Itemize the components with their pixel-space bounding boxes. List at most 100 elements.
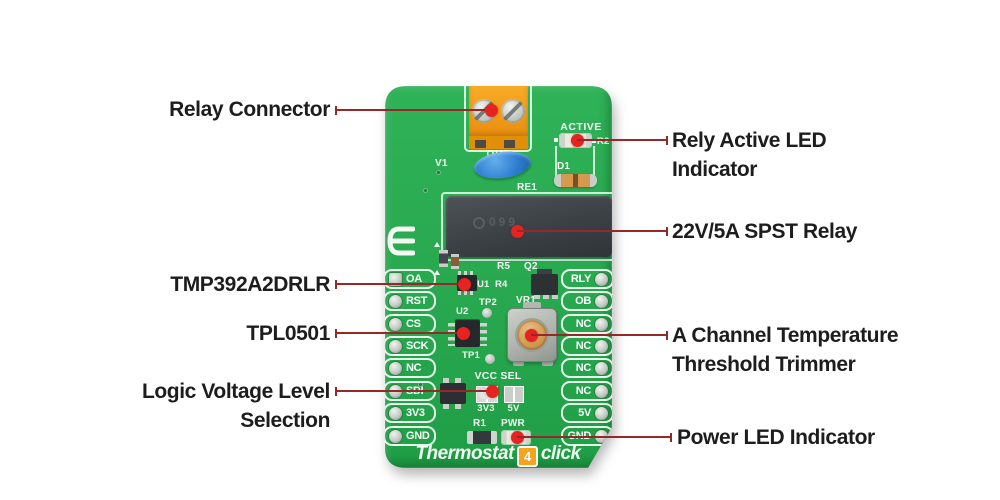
pcb-board: OUT V1 ACTIVE R2 D1 RE1 099 R5 Q2 [385, 86, 612, 468]
pin-row: RLY [561, 269, 614, 289]
ic-u2-legs [480, 323, 487, 346]
silkscreen-r1: R1 [473, 418, 487, 429]
silkscreen-r2: R2 [597, 136, 610, 147]
via [423, 188, 428, 193]
silkscreen-line [555, 146, 557, 180]
pin-row: GND [383, 426, 436, 446]
pin-pad [595, 385, 608, 398]
transistor [440, 383, 466, 404]
pcb-board-wrap: OUT V1 ACTIVE R2 D1 RE1 099 R5 Q2 [385, 86, 612, 468]
pin-pad [595, 407, 608, 420]
silkscreen-active: ACTIVE [560, 121, 602, 133]
pin-label: 5V [578, 407, 591, 419]
pad [455, 404, 461, 409]
via [436, 170, 441, 175]
mikroe-logo-icon [387, 224, 415, 258]
trimmer-leg [542, 358, 553, 366]
callout-label-relay-active-led-indicator: Rely Active LED Indicator [672, 129, 827, 181]
silkscreen-r5: R5 [497, 261, 511, 272]
via [418, 382, 423, 387]
silkscreen-pwr: PWR [501, 418, 525, 429]
callout-tick [670, 433, 672, 442]
test-point-tp2 [482, 308, 492, 318]
pin-pad [595, 295, 608, 308]
callout-tick [666, 227, 668, 236]
resistor [439, 250, 448, 267]
pin-label: NC [575, 340, 591, 352]
pin-pad [389, 362, 402, 375]
product-suffix-text: click [540, 443, 581, 464]
transistor-q2 [531, 274, 558, 295]
pin-label: OB [575, 295, 591, 307]
callout-label-relay-connector: Relay Connector [169, 98, 330, 121]
silkscreen-d1: D1 [557, 161, 571, 172]
trimmer-tab [523, 302, 541, 310]
silkscreen-mark [592, 139, 596, 143]
silkscreen-tp1: TP1 [462, 350, 481, 361]
terminal-slot [475, 140, 486, 148]
pin-row: 5V [561, 403, 614, 423]
pad [443, 378, 449, 383]
pad [455, 378, 461, 383]
callout-dot [457, 327, 470, 340]
silkscreen-u1: U1 [477, 279, 490, 290]
callout-line [531, 334, 668, 336]
silkscreen-mark [554, 138, 558, 142]
callout-label-power-led-indicator: Power LED Indicator [677, 426, 875, 449]
transistor-q2-tab [537, 269, 552, 275]
pin-row: NC [561, 381, 614, 401]
callout-tick [666, 136, 668, 145]
product-name-text: Thermostat [415, 443, 514, 464]
pin-label: GND [406, 430, 430, 442]
resistor-r1 [467, 431, 497, 444]
pad [543, 295, 549, 299]
callout-line [336, 109, 492, 111]
pin-pad [389, 295, 402, 308]
pin-pad [595, 340, 608, 353]
callout-line [577, 139, 668, 141]
product-number-box: 4 [517, 446, 538, 467]
pin-label: RST [406, 295, 428, 307]
pin-label: NC [406, 362, 422, 374]
callout-dot [486, 385, 499, 398]
pin-row: NC [561, 336, 614, 356]
relay-marking: 099 [489, 215, 519, 229]
pin-label: NC [575, 318, 591, 330]
pin-row: NC [383, 358, 436, 378]
silkscreen-3v3: 3V3 [477, 403, 495, 414]
pin-row: NC [561, 358, 614, 378]
pin-pad [389, 340, 402, 353]
pin-pad [389, 273, 402, 286]
pin-label: 3V3 [406, 407, 425, 419]
pin-row: OB [561, 291, 614, 311]
callout-label-tpl0501: TPL0501 [246, 322, 330, 345]
silkscreen-r4: R4 [495, 279, 508, 290]
relay [446, 196, 612, 257]
callout-line [336, 283, 464, 285]
terminal-slot [504, 140, 515, 148]
pin-label: CS [406, 318, 421, 330]
silkscreen-arrow [434, 270, 440, 275]
callout-line [336, 332, 463, 334]
callout-label-logic-voltage-level-selection: Logic Voltage Level Selection [141, 380, 330, 432]
silkscreen-re1: RE1 [517, 182, 538, 193]
silkscreen-5v: 5V [507, 403, 520, 414]
jumper-pad-5v [505, 387, 513, 402]
pad [534, 295, 540, 299]
diode-d1 [554, 174, 597, 187]
silkscreen-vr1: VR1 [516, 295, 537, 306]
resistor [451, 254, 459, 269]
pin-pad [389, 318, 402, 331]
pin-row: OA [383, 269, 436, 289]
pin-pad [595, 273, 608, 286]
silkscreen-q2: Q2 [524, 261, 538, 272]
callout-line [517, 230, 668, 232]
connector-silkscreen-outline [464, 86, 532, 152]
pin-row: NC [561, 314, 614, 334]
pin-label: NC [575, 385, 591, 397]
pad [443, 404, 449, 409]
silkscreen-tp2: TP2 [479, 297, 498, 308]
pin-row: CS [383, 314, 436, 334]
